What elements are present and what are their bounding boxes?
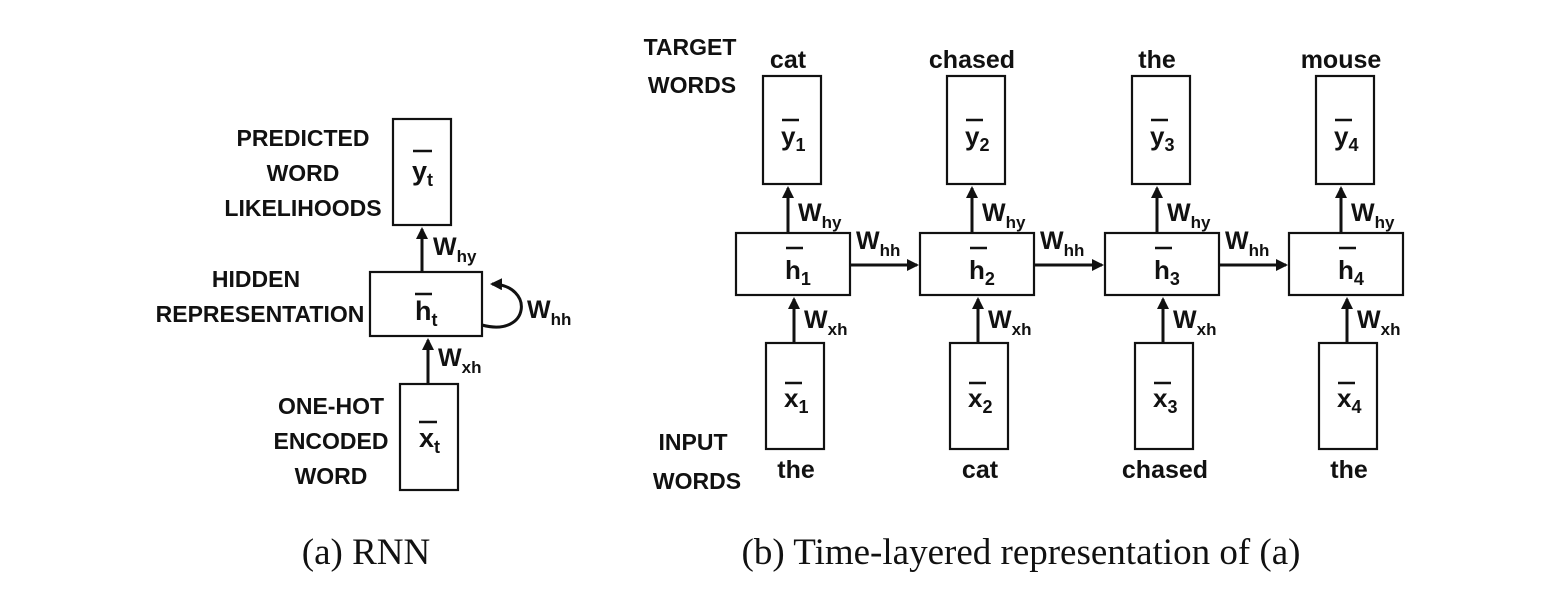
output-node-box (391, 117, 453, 227)
hidden-node-symbol-3: h3 (1154, 255, 1180, 289)
input-node-symbol-1: x1 (784, 383, 808, 417)
weight-hh-label-1: Whh (856, 227, 900, 260)
weight-xh-label-2: Wxh (988, 306, 1031, 339)
recurrent-loop-arrow (481, 278, 523, 329)
input-label-line-1: ONE-HOT (278, 393, 384, 419)
input-node-symbol-2: x2 (968, 383, 992, 417)
hidden-node-box (368, 270, 484, 338)
target-label-line-2: WORDS (648, 72, 736, 98)
input-node-box-4 (1317, 341, 1379, 451)
input-word-1: the (777, 456, 815, 484)
output-node-box-1 (761, 74, 823, 186)
target-label-line-1: TARGET (644, 34, 737, 60)
weight-hh-label-3: Whh (1225, 227, 1269, 260)
weight-xh-label-4: Wxh (1357, 306, 1400, 339)
target-word-4: mouse (1301, 46, 1382, 74)
input-word-4: the (1330, 456, 1368, 484)
hidden-node-symbol-4: h4 (1338, 255, 1364, 289)
hidden-node-box-2 (918, 231, 1036, 297)
hidden-label-line-2: REPRESENTATION (156, 301, 365, 327)
input-node-box-1 (764, 341, 826, 451)
hidden-node-symbol-2: h2 (969, 255, 995, 289)
hidden-node-symbol: ht (415, 296, 438, 330)
output-label-line-2: WORD (267, 160, 340, 186)
input-label-line-1: INPUT (659, 429, 728, 455)
caption-a: (a) RNN (302, 532, 430, 573)
panel-a: PREDICTED WORD LIKELIHOODS HIDDEN REPRES… (156, 117, 571, 573)
output-node-box-2 (945, 74, 1007, 186)
weight-hy-label: Why (433, 233, 477, 266)
input-label-line-2: WORDS (653, 468, 741, 494)
input-word-3: chased (1122, 456, 1208, 484)
hidden-node-box-3 (1103, 231, 1221, 297)
weight-hy-label-4: Why (1351, 199, 1395, 232)
weight-hh-label: Whh (527, 296, 571, 329)
input-label-line-2: ENCODED (273, 428, 388, 454)
input-word-2: cat (962, 456, 999, 484)
output-node-symbol-2: y2 (965, 121, 989, 155)
input-node-box (398, 382, 460, 492)
input-label-line-3: WORD (295, 463, 368, 489)
weight-xh-label-3: Wxh (1173, 306, 1216, 339)
output-node-symbol: yt (412, 156, 433, 190)
panel-b: TARGET WORDS INPUT WORDS caty1h1x1theWhy… (644, 34, 1405, 573)
target-word-1: cat (770, 46, 807, 74)
hidden-node-box-4 (1287, 231, 1405, 297)
output-node-symbol-3: y3 (1150, 121, 1174, 155)
output-node-box-4 (1314, 74, 1376, 186)
output-node-symbol-4: y4 (1334, 121, 1358, 155)
weight-hy-label-2: Why (982, 199, 1026, 232)
target-word-3: the (1138, 46, 1176, 74)
output-label-line-1: PREDICTED (237, 125, 370, 151)
hidden-node-symbol-1: h1 (785, 255, 811, 289)
weight-hy-label-3: Why (1167, 199, 1211, 232)
weight-hy-label-1: Why (798, 199, 842, 232)
output-node-box-3 (1130, 74, 1192, 186)
output-label-line-3: LIKELIHOODS (224, 195, 381, 221)
input-node-box-2 (948, 341, 1010, 451)
input-node-symbol-3: x3 (1153, 383, 1177, 417)
target-word-2: chased (929, 46, 1015, 74)
input-node-box-3 (1133, 341, 1195, 451)
weight-hh-label-2: Whh (1040, 227, 1084, 260)
weight-xh-label-1: Wxh (804, 306, 847, 339)
caption-b: (b) Time-layered representation of (a) (742, 532, 1301, 573)
hidden-label-line-1: HIDDEN (212, 266, 300, 292)
input-node-symbol: xt (419, 423, 440, 457)
output-node-symbol-1: y1 (781, 121, 805, 155)
input-node-symbol-4: x4 (1337, 383, 1361, 417)
time-steps: caty1h1x1theWhyWxhWhhchasedy2h2x2catWhyW… (734, 46, 1405, 484)
weight-xh-label: Wxh (438, 344, 481, 377)
